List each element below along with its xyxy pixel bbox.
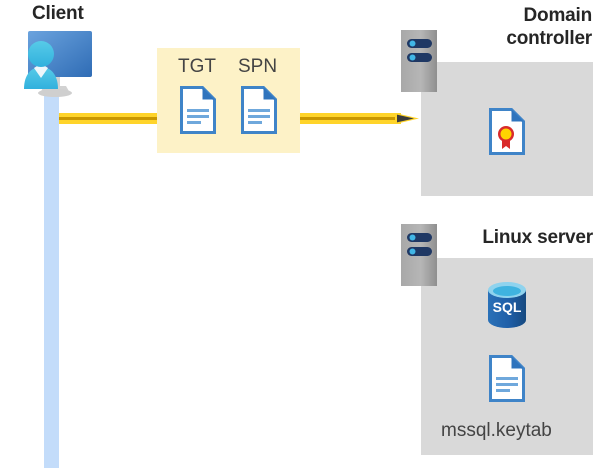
tgt-document-icon [180, 86, 216, 134]
sql-database-icon: SQL [486, 281, 528, 329]
domain-controller-server-icon [401, 30, 437, 92]
svg-text:SQL: SQL [493, 299, 522, 315]
keytab-document-icon [489, 355, 525, 402]
certificate-document-icon [489, 108, 525, 155]
client-title: Client [32, 3, 84, 24]
domain-controller-title: Domain controller [506, 5, 592, 49]
spn-label: SPN [238, 56, 278, 77]
keytab-filename-label: mssql.keytab [441, 420, 552, 441]
tgt-label: TGT [178, 56, 216, 77]
linux-server-icon [401, 224, 437, 286]
client-workstation-icon [6, 27, 98, 99]
client-lifeline [44, 60, 59, 468]
linux-server-title: Linux server [482, 227, 593, 248]
spn-document-icon [241, 86, 277, 134]
